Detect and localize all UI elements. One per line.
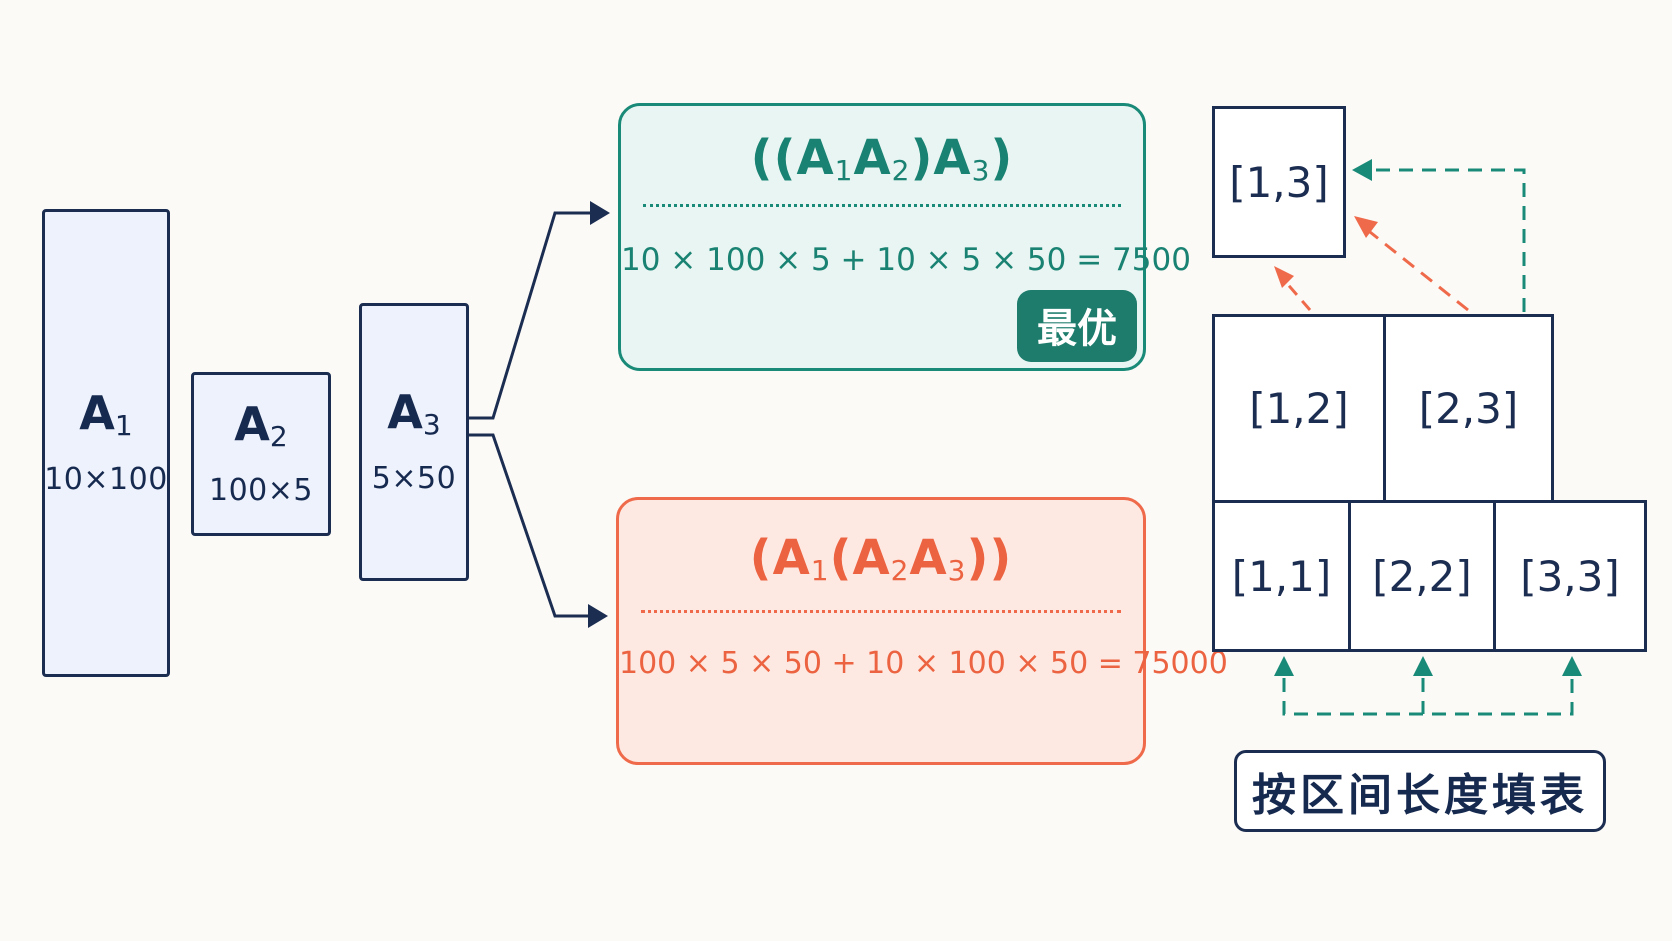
- branch-line-alt: [468, 433, 596, 618]
- dashed-arrow-23-to-13-coral: [1369, 230, 1469, 312]
- arrowhead-best: [590, 201, 610, 225]
- dp-cell-1-2: [1,2]: [1212, 314, 1386, 503]
- dp-cell-1-1: [1,1]: [1212, 500, 1351, 652]
- option-alt-calculation: 100 × 5 × 50 + 10 × 100 × 50 = 75000: [619, 646, 1228, 681]
- option-best-expression: ((A1A2)A3): [750, 130, 1014, 187]
- dashed-arrow-12-to-13: [1282, 279, 1312, 311]
- arrowhead-13-coral: [1354, 216, 1378, 238]
- matrix-a2-dim: 100×5: [209, 472, 313, 508]
- dp-table-caption: 按区间长度填表: [1234, 750, 1606, 832]
- matrix-a1: A1 10×100: [42, 209, 170, 677]
- option-best-divider: [643, 204, 1121, 207]
- matrix-a3-label: A3: [387, 384, 441, 441]
- dashed-arrow-23-to-13: [1370, 168, 1526, 312]
- arrowhead-11-teal: [1274, 656, 1294, 676]
- dp-cell-1-3: [1,3]: [1212, 106, 1346, 258]
- matrix-a1-label: A1: [79, 385, 133, 442]
- arrowhead-33-teal: [1562, 656, 1582, 676]
- dp-cell-3-3: [3,3]: [1493, 500, 1647, 652]
- arrowhead-22-teal: [1413, 656, 1433, 676]
- option-alt-expression: (A1(A2A3)): [749, 530, 1013, 587]
- matrix-a2-label: A2: [234, 396, 288, 453]
- option-best-calculation: 10 × 100 × 5 + 10 × 5 × 50 = 7500: [621, 242, 1191, 278]
- branch-line-best: [468, 211, 598, 420]
- dp-cell-2-3: [2,3]: [1383, 314, 1554, 503]
- option-best-box: ((A1A2)A3) 10 × 100 × 5 + 10 × 5 × 50 = …: [618, 103, 1191, 371]
- matrix-a1-dim: 10×100: [44, 461, 168, 497]
- matrix-a3-dim: 5×50: [371, 460, 457, 496]
- arrowhead-13-teal: [1352, 159, 1372, 181]
- optimal-badge: 最优: [1017, 290, 1137, 362]
- arrowhead-12-coral: [1274, 266, 1294, 288]
- matrix-a2: A2 100×5: [191, 372, 331, 536]
- option-alt-box: (A1(A2A3)) 100 × 5 × 50 + 10 × 100 × 50 …: [616, 497, 1228, 765]
- matrix-a3: A3 5×50: [359, 303, 469, 581]
- option-alt-divider: [641, 610, 1121, 613]
- arrowhead-alt: [588, 604, 608, 628]
- dp-cell-2-2: [2,2]: [1348, 500, 1496, 652]
- dashed-base-line: [1282, 678, 1574, 716]
